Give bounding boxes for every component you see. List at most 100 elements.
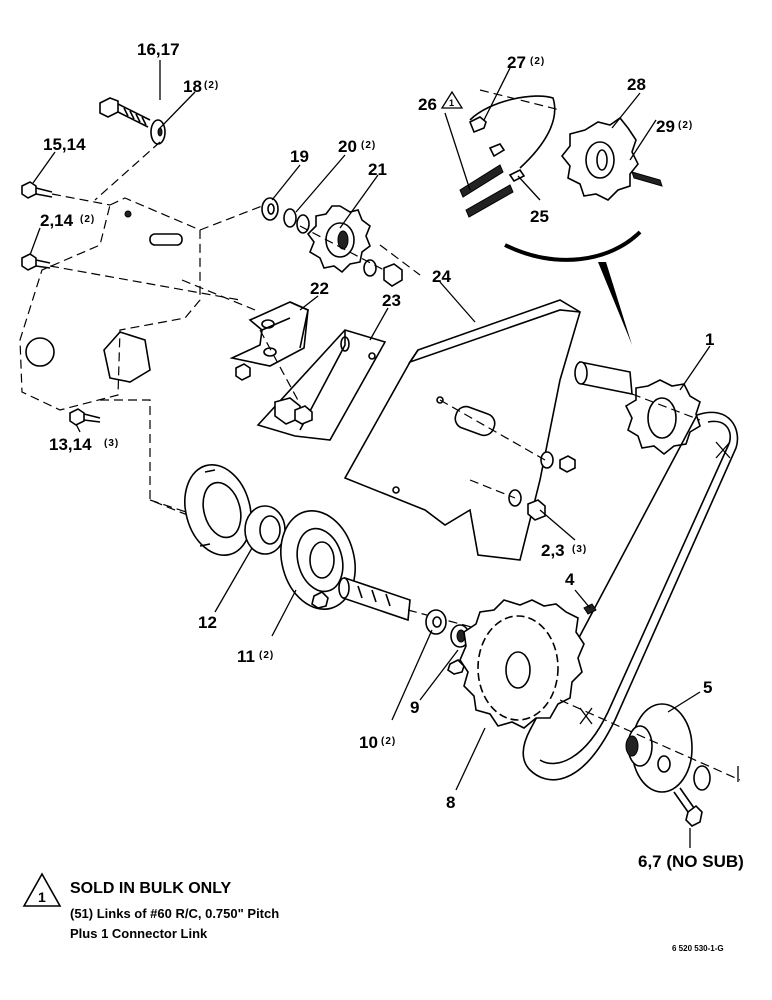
svg-text:20: 20 [338,137,357,156]
chain-guard-24 [343,299,581,561]
callout-13-14: 13,14 (3) [49,435,119,454]
svg-text:18: 18 [183,77,202,96]
svg-text:28: 28 [627,75,646,94]
svg-text:22: 22 [310,279,329,298]
svg-text:4: 4 [565,570,575,589]
callout-6-7: 6,7 (NO SUB) [638,852,744,871]
svg-text:1: 1 [449,98,454,108]
callout-22: 22 [310,279,329,298]
note-triangle-icon: 1 [22,872,62,907]
callout-10: 10(2) [359,733,396,752]
callout-8: 8 [446,793,455,812]
callout-23: 23 [382,291,401,310]
callout-29: 29(2) [656,117,693,136]
roller-chain-loop [522,411,739,781]
svg-text:6,7 (NO SUB): 6,7 (NO SUB) [638,852,744,871]
svg-text:1: 1 [705,330,714,349]
bearing-12 [244,505,286,555]
idler-pulley-5 [625,703,693,793]
svg-text:12: 12 [198,613,217,632]
svg-text:(3): (3) [104,438,119,449]
note-title: SOLD IN BULK ONLY [70,880,232,897]
callout-15-14: 15,14 [43,135,86,154]
callout-28: 28 [627,75,646,94]
callout-2-14: 2,14 (2) [40,211,95,230]
svg-text:1: 1 [38,889,46,905]
large-sprocket-8 [459,599,585,729]
svg-text:(2): (2) [80,214,95,225]
drive-shaft [338,576,521,641]
spacer-9 [447,624,470,675]
svg-text:26: 26 [418,95,437,114]
detail-callout-arc [504,230,642,345]
callout-21: 21 [368,160,387,179]
bolt-6-7 [673,787,703,827]
callout-26: 26 1 [418,90,464,114]
callout-2-3: 2,3 (3) [541,541,587,560]
note-line-1: (51) Links of #60 R/C, 0.750" Pitch [70,906,280,921]
bolt-13-14 [69,408,101,426]
svg-text:(2): (2) [204,80,219,91]
bolt-15-14 [21,181,53,199]
drive-sprocket-1 [624,379,701,456]
svg-text:15,14: 15,14 [43,135,86,154]
callout-12: 12 [198,613,217,632]
svg-text:21: 21 [368,160,387,179]
note-triangle-icon [440,90,464,109]
flange-12 [184,464,252,556]
callout-5: 5 [703,678,712,697]
washer-19 [261,197,279,221]
washer-18 [150,119,166,145]
svg-text:5: 5 [703,678,712,697]
callout-27: 27 (2) [507,53,545,72]
chain-detail-26 [459,89,561,218]
note-line-2: Plus 1 Connector Link [70,926,208,941]
svg-text:23: 23 [382,291,401,310]
drawing-code: 6 520 530-1-G [672,944,724,953]
svg-text:27: 27 [507,53,526,72]
svg-text:8: 8 [446,793,455,812]
svg-text:10: 10 [359,733,378,752]
callout-19: 19 [290,147,309,166]
guard-washer-bolt-upper [439,399,576,473]
svg-text:29: 29 [656,117,675,136]
key-29 [631,171,663,187]
flange-11 [280,510,356,610]
bolt-16-17 [99,97,151,128]
callout-9: 9 [410,698,419,717]
callout-25: 25 [530,207,549,226]
nut-21 [299,225,403,287]
svg-text:2,14: 2,14 [40,211,74,230]
set-screw-4 [583,603,597,615]
svg-text:(2): (2) [530,56,545,67]
svg-text:2,3: 2,3 [541,541,565,560]
callout-24: 24 [432,267,451,286]
svg-text:16,17: 16,17 [137,40,180,59]
shaft-coupling [574,361,633,395]
callout-16-17: 16,17 [137,40,180,59]
bracket-22 [229,301,309,381]
callout-20: 20 (2) [338,137,376,156]
svg-text:19: 19 [290,147,309,166]
callout-4: 4 [565,570,575,589]
idler-sprocket-21 [306,205,371,274]
sprocket-28 [560,116,639,201]
svg-text:13,14: 13,14 [49,435,92,454]
callout-1: 1 [705,330,714,349]
guard-washer-bolt-lower [469,479,546,521]
svg-text:9: 9 [410,698,419,717]
callout-11: 11(2) [237,647,274,666]
washer-5 [559,699,741,791]
svg-text:(2): (2) [361,140,376,151]
svg-text:(2): (2) [678,120,693,131]
callout-18: 18(2) [183,77,219,96]
bolt-2-14 [21,253,51,271]
washer-10 [425,609,447,635]
svg-text:24: 24 [432,267,451,286]
svg-text:(2): (2) [381,736,396,747]
svg-text:25: 25 [530,207,549,226]
svg-text:(2): (2) [259,650,274,661]
bracket-23 [256,329,387,441]
svg-text:(3): (3) [572,544,587,555]
